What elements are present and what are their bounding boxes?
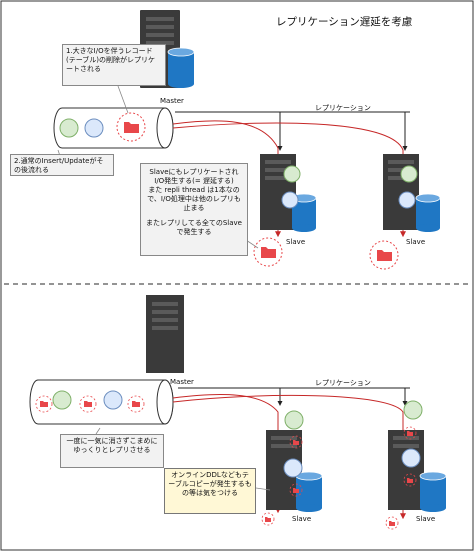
bottom-master-server-icon bbox=[146, 295, 184, 373]
top-replication-label: レプリケーション bbox=[315, 104, 371, 112]
top-slave2-blue-circle bbox=[398, 191, 416, 209]
top-master-label: Master bbox=[160, 97, 184, 105]
top-slave2-server-icon bbox=[383, 154, 419, 230]
bottom-slave2-blue-circle bbox=[401, 448, 421, 468]
bottom-slave2-server-icon bbox=[388, 430, 424, 510]
top-pipe-red-folder-icon bbox=[116, 112, 146, 142]
bottom-slave2-green-circle bbox=[403, 400, 423, 420]
bottom-slave2-db-icon bbox=[419, 471, 447, 512]
bottom-replication-label: レプリケーション bbox=[315, 379, 371, 387]
bottom-slave2-label: Slave bbox=[416, 515, 436, 523]
bottom-slave2-folder-icons bbox=[385, 426, 417, 530]
top-callout-heavy-io: 1.大きなI/Oを伴うレコード(テーブル)の削除がレプリケートされる bbox=[62, 44, 166, 86]
bottom-red-arrow-slave2 bbox=[172, 394, 406, 520]
top-master-db-icon bbox=[167, 47, 195, 88]
bottom-pipe-red-folder-icon bbox=[35, 395, 53, 413]
bottom-callout1-pointer bbox=[95, 427, 101, 435]
bottom-callout-online-ddl: オンラインDDLなどもテーブルコピーが発生するもの等は気をつける bbox=[164, 468, 256, 514]
top-pipe-blue-circle bbox=[84, 118, 104, 138]
bottom-red-arrow-slave1 bbox=[172, 394, 281, 514]
top-callout-delay-line4: またレプリしてる全てのSlaveで発生する bbox=[146, 219, 242, 236]
top-callout-normal-traffic: 2.通常のInsert/Updateがその後流れる bbox=[10, 154, 114, 176]
top-callout1-pointer bbox=[117, 85, 129, 114]
bottom-replication-pipe bbox=[29, 379, 174, 425]
bottom-pipe-green-circle bbox=[52, 390, 72, 410]
top-callout-delay-line2: I/O発生する(= 遅延する) bbox=[154, 177, 234, 185]
bottom-pipe-red-folder-icon-2 bbox=[79, 395, 97, 413]
bottom-callout-gradual: 一度に一気に消さずこまめにゆっくりとレプリさせる bbox=[60, 434, 164, 468]
bottom-slave1-db-icon bbox=[295, 471, 323, 512]
top-slave1-red-folder-icon bbox=[253, 237, 283, 267]
bottom-callout2-pointer bbox=[255, 487, 271, 491]
top-replication-pipe bbox=[53, 107, 174, 149]
bottom-pipe-blue-circle bbox=[103, 390, 123, 410]
top-pipe-green-circle bbox=[59, 118, 79, 138]
bottom-pipe-red-folder-icon-3 bbox=[127, 395, 145, 413]
top-slave1-label: Slave bbox=[286, 238, 306, 246]
top-slave1-green-circle bbox=[283, 165, 301, 183]
top-callout-delay-line3: また repli thread は1本なので、I/O処理中は他のレプリも止まる bbox=[147, 186, 241, 212]
bottom-slave1-label: Slave bbox=[292, 515, 312, 523]
top-slave2-green-circle bbox=[400, 165, 418, 183]
bottom-slave1-green-circle bbox=[284, 410, 304, 430]
top-slave2-label: Slave bbox=[406, 238, 426, 246]
diagram-title: レプリケーション遅延を考慮 bbox=[276, 16, 413, 28]
bottom-slave1-blue-circle bbox=[283, 458, 303, 478]
top-slave2-db-icon bbox=[415, 193, 441, 232]
top-slave1-blue-circle bbox=[281, 191, 299, 209]
top-callout-delay-line1: Slaveにもレプリケートされ bbox=[149, 168, 239, 176]
bottom-slave1-folder-icons bbox=[261, 435, 303, 526]
top-callout3-pointer bbox=[245, 239, 259, 249]
top-red-arrow-slave2 bbox=[172, 122, 406, 238]
top-callout-delay: Slaveにもレプリケートされ I/O発生する(= 遅延する) また repli… bbox=[140, 163, 248, 256]
top-slave2-red-folder-icon bbox=[369, 240, 399, 270]
bottom-master-label: Master bbox=[170, 378, 194, 386]
